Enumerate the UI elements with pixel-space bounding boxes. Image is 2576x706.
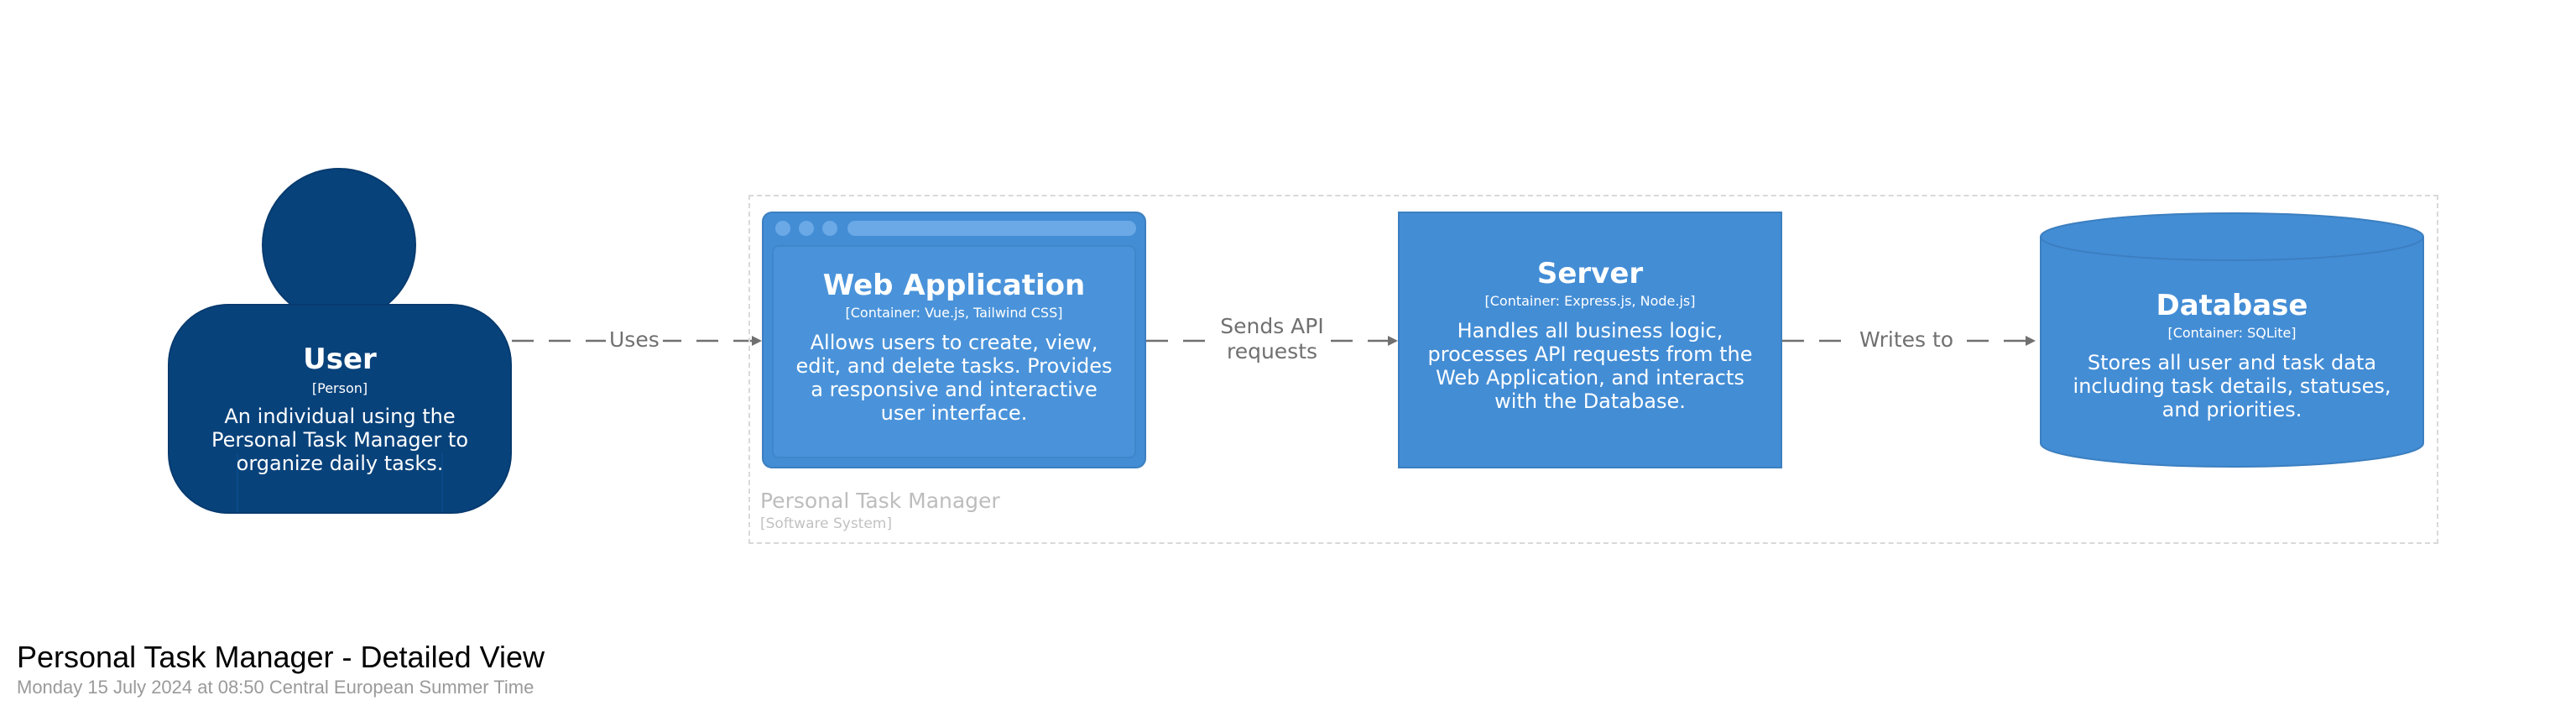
diagram-date: Monday 15 July 2024 at 08:50 Central Eur… (17, 677, 534, 698)
edge-label-writes-to: Writes to (1856, 327, 1958, 353)
person-type: [Person] (311, 380, 368, 396)
diagram-title: Personal Task Manager - Detailed View (17, 640, 545, 674)
boundary-name: Personal Task Manager (760, 489, 1000, 513)
container-server[interactable] (1398, 212, 1782, 468)
webapp-type: [Container: Vue.js, Tailwind CSS] (845, 305, 1063, 321)
boundary-type: [Software System] (760, 515, 893, 532)
browser-dot-icon (799, 221, 814, 236)
server-type: [Container: Express.js, Node.js] (1484, 293, 1696, 309)
database-cylinder-top (2040, 212, 2424, 261)
container-database[interactable] (2031, 207, 2433, 475)
webapp-text: Web Application [Container: Vue.js, Tail… (772, 269, 1136, 425)
person-user[interactable] (168, 304, 512, 514)
browser-dot-icon (775, 221, 790, 236)
edge-label-sends-api-requests: Sends API requests (1213, 314, 1331, 364)
database-description: Stores all user and task data including … (2073, 351, 2391, 421)
browser-dot-icon (822, 221, 837, 236)
database-cylinder-body (2040, 237, 2424, 468)
server-text: Server [Container: Express.js, Node.js] … (1398, 257, 1782, 413)
person-name: User (303, 343, 377, 376)
database-name: Database (2156, 289, 2308, 322)
browser-address-bar (847, 221, 1136, 236)
webapp-description: Allows users to create, view, edit, and … (795, 331, 1113, 425)
database-type: [Container: SQLite] (2167, 325, 2297, 341)
person-text: User [Person] An individual using the Pe… (168, 343, 512, 475)
system-boundary (748, 195, 2438, 544)
server-name: Server (1536, 257, 1644, 290)
edge-label-uses: Uses (606, 327, 663, 353)
person-head[interactable] (262, 168, 416, 322)
person-description: An individual using the Personal Task Ma… (211, 405, 468, 475)
person-legs-outline (237, 453, 443, 512)
database-text: Database [Container: SQLite] Stores all … (2041, 289, 2423, 421)
browser-viewport (772, 245, 1136, 458)
server-description: Handles all business logic, processes AP… (1427, 319, 1753, 413)
webapp-name: Web Application (822, 269, 1086, 302)
